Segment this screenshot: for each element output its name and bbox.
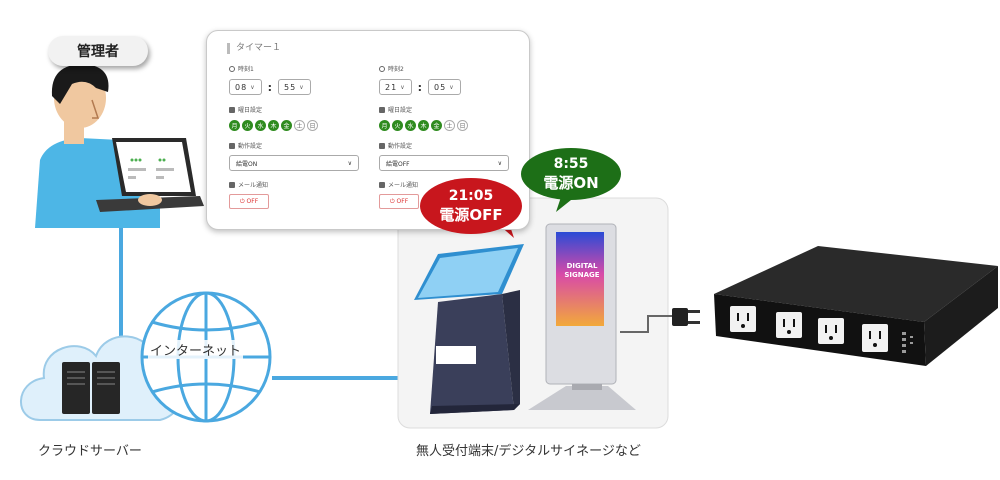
chevron-down-icon: ∨ <box>400 83 406 91</box>
timer2-day-sun[interactable]: 日 <box>457 120 468 131</box>
timer2-day-sat[interactable]: 土 <box>444 120 455 131</box>
timer1-label: 時刻1 <box>229 65 379 75</box>
chevron-down-icon: ∨ <box>299 83 305 91</box>
timer2-days: 月 火 水 木 金 土 日 <box>379 120 529 132</box>
chevron-down-icon: ∨ <box>250 83 256 91</box>
panel-title: タイマー１ <box>227 43 281 54</box>
admin-label: 管理者 <box>48 36 148 66</box>
chevron-down-icon: ∨ <box>347 159 352 167</box>
timer1-day-tue[interactable]: 火 <box>242 120 253 131</box>
timer2-time: 21∨ : 05∨ <box>379 78 529 96</box>
mail-icon <box>379 182 385 188</box>
power-on-time: 8:55 <box>553 156 589 172</box>
power-icon: ⏻ <box>239 197 247 205</box>
timer2-day-wed[interactable]: 水 <box>405 120 416 131</box>
clock-icon <box>379 66 385 72</box>
timer1-days-label: 曜日設定 <box>229 106 379 116</box>
timer1-column: 時刻1 08∨ : 55∨ 曜日設定 月 火 水 木 金 土 日 動作設定 給電… <box>229 65 379 209</box>
timer1-day-fri[interactable]: 金 <box>281 120 292 131</box>
timer2-mail-label: メール通知 <box>379 181 529 191</box>
devices-label: 無人受付端末/デジタルサイネージなど <box>416 444 641 459</box>
time-colon: : <box>267 80 272 94</box>
mail-icon <box>229 182 235 188</box>
timer1-day-mon[interactable]: 月 <box>229 120 240 131</box>
power-on-bubble: 8:55 電源ON <box>521 148 621 200</box>
timer2-days-label: 曜日設定 <box>379 106 529 116</box>
timer2-mail-toggle[interactable]: ⏻ OFF <box>379 194 419 209</box>
timer1-day-sat[interactable]: 土 <box>294 120 305 131</box>
digital-signage-icon <box>528 223 636 410</box>
signage-screen-text: DIGITAL SIGNAGE <box>564 262 600 279</box>
settings-icon <box>379 143 385 149</box>
calendar-icon <box>379 107 385 113</box>
timer1-mail-toggle[interactable]: ⏻ OFF <box>229 194 269 209</box>
kiosk-terminal-icon <box>414 244 524 414</box>
power-off-bubble: 21:05 電源OFF <box>420 178 522 234</box>
settings-icon <box>229 143 235 149</box>
power-plug-icon <box>620 308 700 333</box>
internet-label: インターネット <box>148 340 244 359</box>
timer2-minute-select[interactable]: 05∨ <box>428 79 461 95</box>
power-off-time: 21:05 <box>448 188 494 204</box>
timer2-action-label: 動作設定 <box>379 142 529 152</box>
cloud-server-label: クラウドサーバー <box>38 444 142 459</box>
timer2-day-fri[interactable]: 金 <box>431 120 442 131</box>
timer2-hour-select[interactable]: 21∨ <box>379 79 412 95</box>
timer1-days: 月 火 水 木 金 土 日 <box>229 120 379 132</box>
clock-icon <box>229 66 235 72</box>
timer2-label: 時刻2 <box>379 65 529 75</box>
chevron-down-icon: ∨ <box>449 83 455 91</box>
chevron-down-icon: ∨ <box>497 159 502 167</box>
power-control-device-icon <box>714 246 998 366</box>
power-on-text: 電源ON <box>543 174 599 192</box>
timer1-day-sun[interactable]: 日 <box>307 120 318 131</box>
power-icon: ⏻ <box>389 197 397 205</box>
timer2-day-tue[interactable]: 火 <box>392 120 403 131</box>
timer1-hour-select[interactable]: 08∨ <box>229 79 262 95</box>
timer2-day-mon[interactable]: 月 <box>379 120 390 131</box>
power-off-text: 電源OFF <box>439 206 503 224</box>
timer2-day-thu[interactable]: 木 <box>418 120 429 131</box>
timer1-minute-select[interactable]: 55∨ <box>278 79 311 95</box>
timer1-time: 08∨ : 55∨ <box>229 78 379 96</box>
time-colon: : <box>417 80 422 94</box>
timer1-action-label: 動作設定 <box>229 142 379 152</box>
timer1-mail-label: メール通知 <box>229 181 379 191</box>
admin-person-icon <box>35 64 204 228</box>
timer2-action-select[interactable]: 給電OFF∨ <box>379 155 509 171</box>
timer1-day-wed[interactable]: 水 <box>255 120 266 131</box>
calendar-icon <box>229 107 235 113</box>
timer2-column: 時刻2 21∨ : 05∨ 曜日設定 月 火 水 木 金 土 日 動作設定 給電… <box>379 65 529 209</box>
timer1-day-thu[interactable]: 木 <box>268 120 279 131</box>
timer1-action-select[interactable]: 給電ON∨ <box>229 155 359 171</box>
